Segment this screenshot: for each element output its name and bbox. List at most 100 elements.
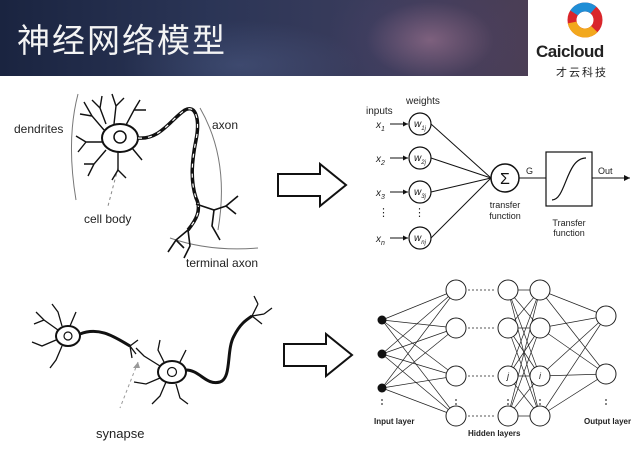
transfer-function-box bbox=[545, 151, 593, 207]
arrow-right-icon bbox=[277, 161, 348, 209]
dendrites-label: dendrites bbox=[14, 122, 64, 136]
input-x2: x2 bbox=[375, 154, 385, 167]
network-edge bbox=[381, 289, 457, 355]
transfer-function-label-line2: function bbox=[489, 211, 521, 221]
transfer-box-label-line2: function bbox=[553, 228, 585, 238]
hidden-node bbox=[497, 365, 519, 387]
weights-label: weights bbox=[405, 96, 440, 107]
network-edge bbox=[381, 353, 457, 417]
network-edge bbox=[507, 327, 541, 417]
network-edge bbox=[381, 387, 457, 417]
dendrites-bracket bbox=[70, 93, 79, 201]
g-label: G bbox=[526, 166, 533, 176]
weight-ellipsis: ⋮ bbox=[414, 207, 425, 219]
network-edge bbox=[539, 289, 607, 317]
perceptron-connections bbox=[390, 121, 492, 241]
network-edge bbox=[507, 289, 541, 377]
synapse-neurons-diagram bbox=[31, 295, 273, 409]
network-edge bbox=[539, 373, 607, 417]
out-arrowhead bbox=[624, 175, 630, 181]
logo-subtitle: 才云科技 bbox=[556, 66, 608, 79]
input-x3: x3 bbox=[375, 188, 385, 201]
cell-body-leader bbox=[107, 167, 119, 207]
network-edge bbox=[539, 327, 607, 375]
sigmoid-curve bbox=[551, 157, 587, 201]
network-edge bbox=[381, 327, 457, 389]
terminal-axon-shape bbox=[167, 195, 239, 259]
hidden-node bbox=[529, 279, 551, 301]
node-i-label: i bbox=[539, 371, 542, 381]
output-node bbox=[595, 363, 617, 385]
network-edge bbox=[381, 289, 457, 321]
hidden-node bbox=[445, 405, 467, 427]
network-edge bbox=[539, 289, 607, 375]
network-edge bbox=[381, 327, 457, 355]
arrow-right-icon bbox=[283, 331, 354, 379]
terminal-axon-bracket bbox=[169, 237, 259, 250]
weight-edge bbox=[430, 177, 492, 193]
input-node bbox=[377, 383, 387, 393]
logo-brand-text: Caicloud bbox=[536, 42, 604, 61]
neuron1-axon bbox=[79, 329, 131, 348]
neuron2-dendrites bbox=[133, 339, 189, 405]
axon-shape bbox=[137, 107, 201, 232]
network-edge bbox=[507, 289, 541, 417]
nucleus-shape bbox=[113, 130, 127, 144]
axon-label: axon bbox=[212, 118, 239, 132]
caicloud-logo bbox=[528, 0, 640, 80]
network-edge bbox=[539, 315, 607, 417]
network-edge bbox=[381, 319, 457, 417]
weight-edge bbox=[430, 123, 492, 179]
node-j-label: j bbox=[506, 371, 510, 381]
synapse-label: synapse bbox=[96, 426, 145, 441]
hidden-node bbox=[529, 365, 551, 387]
network-connections bbox=[381, 289, 607, 417]
neuron2-axon bbox=[185, 314, 253, 385]
dendrites-shape bbox=[75, 93, 146, 181]
network-edge bbox=[381, 353, 457, 377]
network-edge bbox=[381, 319, 457, 329]
hidden-layers-label: Hidden layers bbox=[468, 429, 521, 438]
title-banner: 神经网络模型 bbox=[0, 0, 528, 76]
page-title: 神经网络模型 bbox=[17, 21, 227, 60]
network-edge bbox=[381, 375, 457, 389]
network-edge bbox=[381, 289, 457, 389]
network-edge bbox=[381, 319, 457, 377]
transfer-box-label-line1: Transfer bbox=[552, 218, 585, 228]
hidden-node bbox=[529, 405, 551, 427]
cell-body-label: cell body bbox=[84, 212, 132, 226]
hidden-node bbox=[445, 365, 467, 387]
weight-edge bbox=[430, 177, 492, 239]
neuron1-dendrites bbox=[31, 303, 77, 369]
axon-bracket bbox=[199, 107, 222, 231]
input-x1: x1 bbox=[375, 120, 385, 133]
network-edge bbox=[539, 315, 607, 377]
hidden-node bbox=[497, 279, 519, 301]
input-ellipsis: ⋮ bbox=[378, 207, 389, 219]
hidden-node bbox=[445, 317, 467, 339]
hidden-node bbox=[497, 405, 519, 427]
input-xn: xn bbox=[375, 234, 385, 247]
perceptron-inputs: x1 x2 x3 xn bbox=[375, 120, 385, 247]
hidden-node bbox=[445, 279, 467, 301]
logo-mark-icon bbox=[567, 2, 603, 38]
network-edge bbox=[539, 315, 607, 329]
sum-symbol: Σ bbox=[500, 171, 510, 188]
input-layer-label: Input layer bbox=[374, 417, 414, 426]
network-edge bbox=[539, 373, 607, 377]
output-node bbox=[595, 305, 617, 327]
inputs-label: inputs bbox=[366, 106, 393, 117]
weight-edge bbox=[430, 157, 492, 179]
transfer-function-label-line1: transfer bbox=[490, 200, 521, 210]
hidden-node bbox=[497, 317, 519, 339]
input-node bbox=[377, 349, 387, 359]
banner-glow-secondary bbox=[120, 20, 360, 76]
terminal-axon-label: terminal axon bbox=[186, 256, 259, 270]
biological-neuron-diagram bbox=[70, 93, 259, 259]
banner-glow bbox=[330, 0, 528, 76]
hidden-node bbox=[529, 317, 551, 339]
